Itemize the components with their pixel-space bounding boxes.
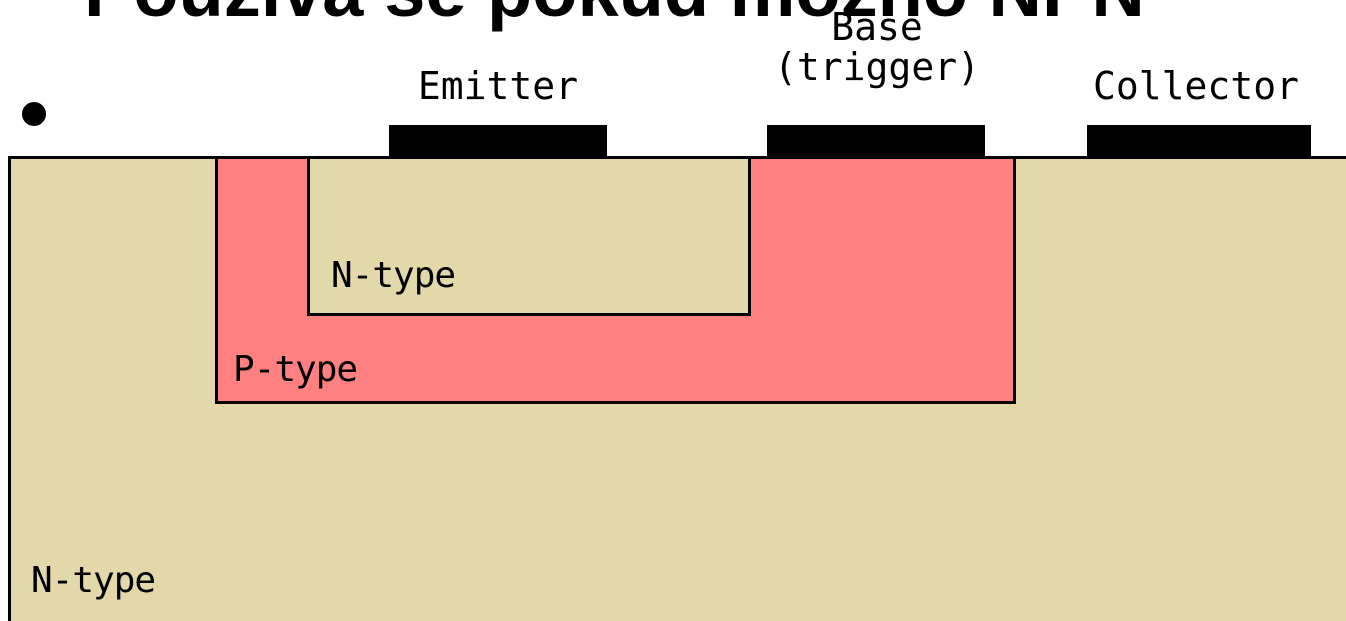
n-type-region (307, 156, 751, 316)
bullet-point (22, 102, 46, 126)
emitter-contact (389, 125, 607, 158)
n-type-region-label: N-type (331, 255, 456, 296)
emitter-label: Emitter (417, 64, 579, 108)
n-type-substrate-label: N-type (31, 560, 156, 601)
base-contact (767, 125, 985, 158)
base-label-line2: (trigger) (774, 44, 980, 89)
p-type-region-label: P-type (233, 349, 358, 390)
slide-title: Používá se pokud možno NPN (84, 0, 1145, 28)
collector-label: Collector (1093, 64, 1299, 108)
base-label-line1: Base (831, 5, 923, 49)
base-label: Base (trigger) (757, 5, 997, 89)
collector-contact (1087, 125, 1311, 158)
